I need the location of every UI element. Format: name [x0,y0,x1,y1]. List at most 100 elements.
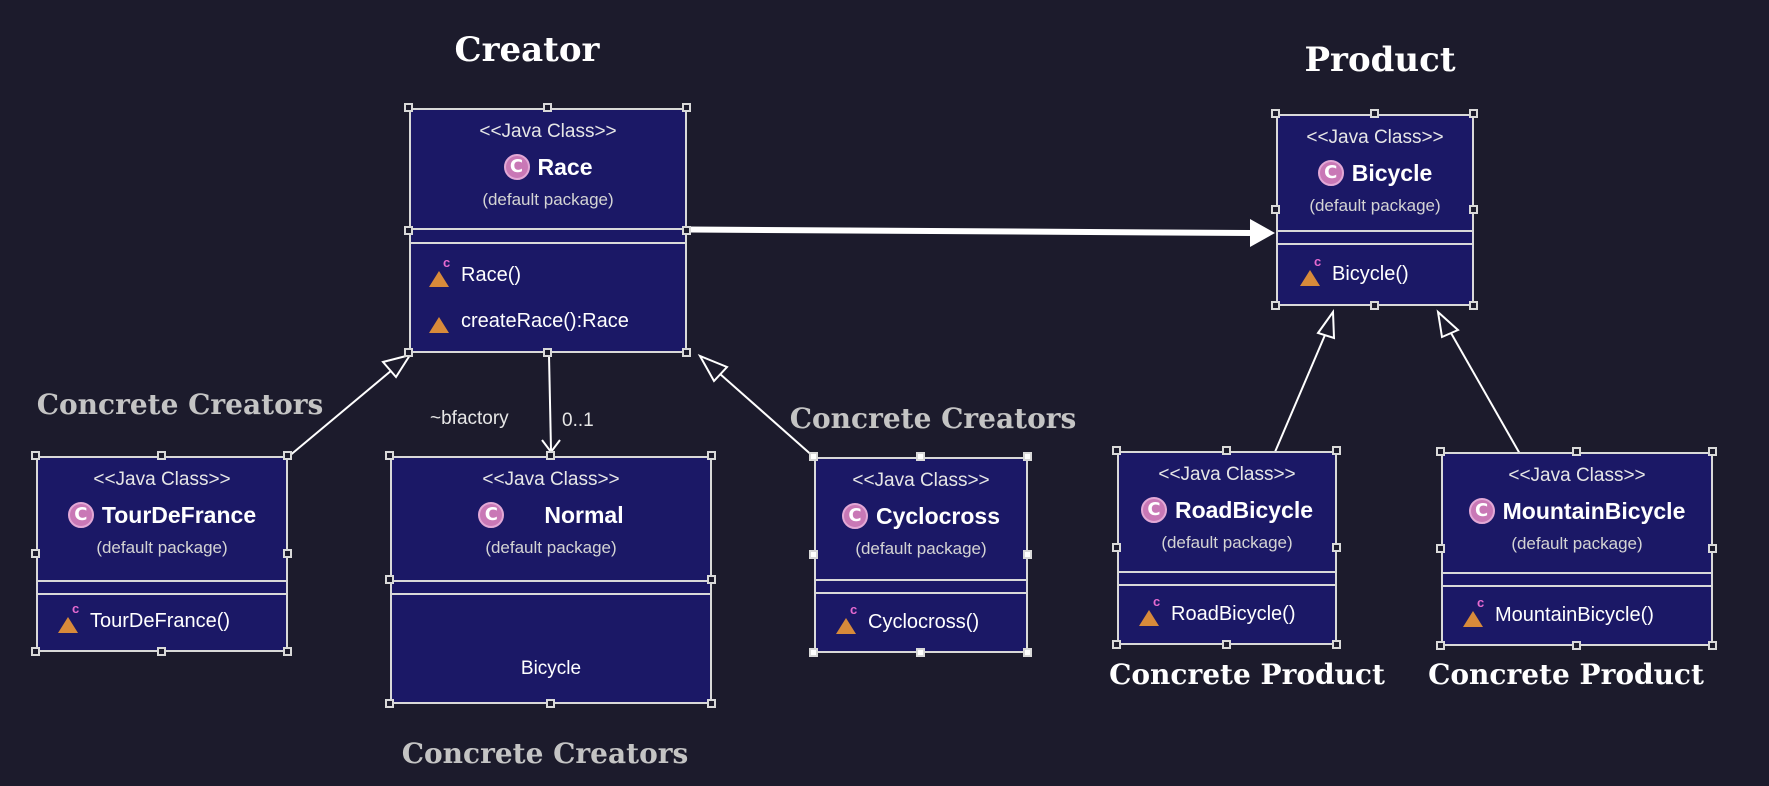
selection-handle[interactable] [1469,205,1478,214]
cyclocross-class-name: Cyclocross [875,503,1000,529]
selection-handle[interactable] [404,225,413,235]
tourdefrance-op-constructor: c TourDeFrance() [58,601,230,633]
selection-handle[interactable] [1332,446,1341,455]
mountainbicycle-class-name: MountainBicycle [1502,498,1686,524]
mountainbicycle-bicycle-generalization [1450,332,1521,455]
selection-handle[interactable] [1370,301,1379,310]
concrete-creators-caption-left: Concrete Creators [36,388,324,421]
selection-handle[interactable] [546,699,555,708]
selection-handle[interactable] [682,348,691,357]
bicycle-divider-2 [1278,243,1472,245]
selection-handle[interactable] [543,103,552,112]
association-multiplicity-label: 0..1 [562,410,594,431]
selection-handle[interactable] [1271,301,1280,310]
roadbicycle-package: (default package) [1161,533,1293,552]
selection-handle[interactable] [1023,550,1032,559]
roadbicycle-op-label: RoadBicycle() [1171,603,1296,625]
selection-handle[interactable] [31,549,40,558]
roadbicycle-op-constructor: c RoadBicycle() [1139,594,1296,626]
selection-handle[interactable] [1271,109,1280,118]
selection-handle[interactable] [543,348,552,357]
selection-handle[interactable] [404,348,413,357]
selection-handle[interactable] [1271,205,1280,214]
tourdefrance-race-generalization [287,364,399,458]
bicycle-class-name: Bicycle [1351,160,1433,186]
bicycle-package: (default package) [1309,196,1441,215]
selection-handle[interactable] [157,647,166,656]
race-divider-1 [411,228,685,230]
selection-handle[interactable] [283,451,292,460]
normal-class-name: Normal [544,502,624,528]
selection-handle[interactable] [682,103,691,112]
selection-handle[interactable] [1370,109,1379,118]
mountainbicycle-divider-2 [1443,585,1711,587]
selection-handle[interactable] [1112,446,1121,455]
selection-handle[interactable] [283,647,292,656]
selection-handle[interactable] [385,699,394,708]
selection-handle[interactable] [1112,543,1121,552]
tourdefrance-divider-2 [38,593,286,595]
selection-handle[interactable] [157,451,166,460]
selection-handle[interactable] [31,451,40,460]
selection-handle[interactable] [809,648,818,657]
selection-handle[interactable] [916,452,925,461]
selection-handle[interactable] [707,451,716,460]
tourdefrance-stereotype: <<Java Class>> [93,469,231,490]
selection-handle[interactable] [1332,640,1341,649]
selection-handle[interactable] [707,575,716,584]
class-icon: C [1468,498,1495,524]
selection-handle[interactable] [707,699,716,708]
selection-handle[interactable] [1469,301,1478,310]
selection-handle[interactable] [1023,648,1032,657]
selection-handle[interactable] [385,575,394,584]
selection-handle[interactable] [809,550,818,559]
selection-handle[interactable] [1708,641,1717,650]
selection-handle[interactable] [916,648,925,657]
selection-handle[interactable] [1112,640,1121,649]
selection-handle[interactable] [283,549,292,558]
selection-handle[interactable] [1572,641,1581,650]
selection-handle[interactable] [1708,544,1717,553]
roadbicycle-bicycle-generalization [1274,334,1326,453]
selection-handle[interactable] [546,451,555,460]
race-bicycle-arrowhead [1250,219,1275,247]
race-bicycle-arrow [611,226,1251,236]
selection-handle[interactable] [1332,543,1341,552]
selection-handle[interactable] [682,225,691,235]
mountainbicycle-op-constructor: c MountainBicycle() [1463,595,1654,627]
selection-handle[interactable] [404,103,413,112]
selection-handle[interactable] [809,452,818,461]
product-heading: Product [1304,40,1456,80]
cyclocross-stereotype: <<Java Class>> [852,470,990,491]
selection-handle[interactable] [1469,109,1478,118]
selection-handle[interactable] [1708,447,1717,456]
constructor-icon: c [1300,254,1322,286]
selection-handle[interactable] [1436,544,1445,553]
selection-handle[interactable] [1222,640,1231,649]
class-icon: C [503,154,530,180]
selection-handle[interactable] [385,451,394,460]
selection-handle[interactable] [1436,641,1445,650]
bicycle-stereotype: <<Java Class>> [1306,127,1444,148]
class-icon: C [67,502,94,528]
selection-handle[interactable] [31,647,40,656]
selection-handle[interactable] [1222,446,1231,455]
selection-handle[interactable] [1572,447,1581,456]
selection-handle[interactable] [1023,452,1032,461]
roadbicycle-bicycle-triangle [1316,309,1336,340]
constructor-icon: c [1139,594,1161,626]
race-class-name: Race [537,154,593,180]
mountainbicycle-op-label: MountainBicycle() [1495,604,1654,626]
concrete-product-caption-mountain: Concrete Product [1428,658,1704,691]
roadbicycle-stereotype: <<Java Class>> [1158,464,1296,485]
selection-handle[interactable] [1436,447,1445,456]
normal-divider-2 [392,593,710,595]
